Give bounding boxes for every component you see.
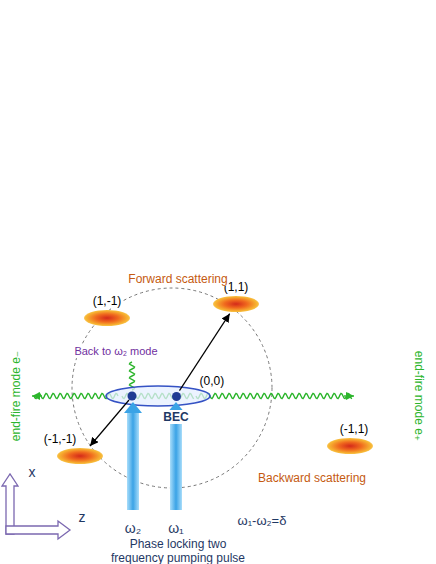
bec-label: BEC	[162, 410, 189, 424]
frequency-label: ω₁	[167, 521, 185, 535]
pump-beam	[124, 402, 142, 510]
wave-arrowhead	[344, 395, 354, 396]
atom-dot	[128, 392, 137, 401]
frequency-label: ω₂	[124, 521, 142, 535]
axis-label: x	[28, 465, 37, 479]
axis-label: z	[78, 510, 87, 524]
end-fire-label: end-fire mode e₊	[412, 350, 426, 442]
mode-label: (0,0)	[199, 374, 226, 388]
region-label: Forward scattering	[127, 272, 228, 286]
mode-label: (-1,-1)	[43, 432, 78, 446]
recoil-arrow	[179, 314, 229, 391]
atom-dot: (0,0)	[172, 392, 181, 401]
detuning-label: ω₁-ω₂=δ	[237, 514, 288, 528]
x-axis-arrow	[2, 474, 18, 534]
momentum-mode: (1,-1)	[84, 310, 130, 326]
momentum-mode: (-1,1)	[327, 438, 373, 454]
mode-label: (-1,1)	[339, 422, 370, 436]
wave-arrowhead	[32, 395, 42, 396]
caption-note: Phase locking two frequency pumping puls…	[102, 537, 254, 564]
z-axis-arrow	[6, 521, 70, 539]
end-fire-label: end-fire mode e₋	[9, 350, 23, 442]
region-label: Backward scattering	[257, 471, 367, 485]
momentum-mode: (-1,-1)	[57, 448, 103, 464]
mode-label: (1,-1)	[92, 294, 123, 308]
recoil-arrow	[90, 400, 129, 446]
photon-wave	[196, 393, 352, 398]
momentum-mode: (1,1)	[213, 296, 259, 312]
bec-cloud	[106, 386, 210, 406]
mode-note: Back to ω₂ mode	[73, 344, 158, 358]
photon-wave	[129, 362, 134, 390]
